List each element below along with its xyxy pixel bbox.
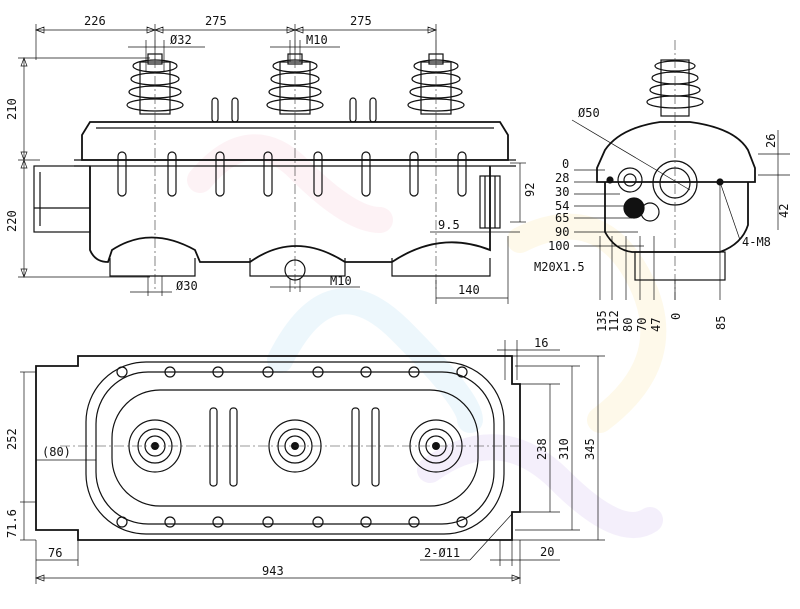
bottom-offset-47: 47 — [649, 318, 663, 332]
dim-92: 92 — [523, 183, 537, 197]
dim-275-right: 275 — [350, 14, 372, 28]
insulator-left — [126, 53, 184, 115]
front-view: 226 275 275 Ø32 M10 210 220 — [5, 14, 537, 304]
dim-210: 210 — [5, 98, 19, 120]
dim-252: 252 — [5, 428, 19, 450]
dim-16: 16 — [534, 336, 548, 350]
watermark-stroke-2 — [267, 288, 483, 433]
watermark — [187, 134, 667, 538]
bottom-offset-112: 112 — [607, 310, 621, 332]
holes-label: 2-Ø11 — [424, 546, 460, 560]
dim-943: 943 — [262, 564, 284, 578]
offset-30: 30 — [555, 185, 569, 199]
bottom-offset-85: 85 — [714, 316, 728, 330]
side-view: 4-M8 Ø50 26 42 0 28 30 54 65 90 100 M20X… — [534, 40, 791, 332]
top-thread-label: M10 — [306, 33, 328, 47]
front-tank-body — [89, 166, 491, 263]
plan-view: 16 252 71.6 (80) 238 310 345 76 2-Ø11 — [5, 336, 605, 584]
dim-220: 220 — [5, 210, 19, 232]
insulator-diameter-label: Ø32 — [170, 33, 192, 47]
watermark-stroke-1 — [187, 134, 393, 233]
dim-20: 20 — [540, 545, 554, 559]
side-diameter-label: Ø50 — [578, 106, 600, 120]
offset-65: 65 — [555, 211, 569, 225]
left-box — [33, 165, 91, 233]
dim-275-left: 275 — [205, 14, 227, 28]
dim-26: 26 — [764, 134, 778, 148]
offset-0: 0 — [562, 157, 569, 171]
dim-71-6: 71.6 — [5, 509, 19, 538]
dim-345: 345 — [583, 438, 597, 460]
bottom-offset-80: 80 — [621, 318, 635, 332]
offset-90: 90 — [555, 225, 569, 239]
dim-238: 238 — [535, 438, 549, 460]
bottom-thread-label: M10 — [330, 274, 352, 288]
dim-310: 310 — [557, 438, 571, 460]
dim-9-5: 9.5 — [438, 218, 460, 232]
dim-76: 76 — [48, 546, 62, 560]
bolts-label: 4-M8 — [742, 235, 771, 249]
bottom-offset-0: 0 — [669, 313, 683, 320]
bottom-offset-70: 70 — [635, 318, 649, 332]
dim-140: 140 — [458, 283, 480, 297]
bottom-diameter-label: Ø30 — [176, 279, 198, 293]
dim-226: 226 — [84, 14, 106, 28]
offset-54: 54 — [555, 199, 569, 213]
dim-80: (80) — [42, 445, 71, 459]
dim-42: 42 — [777, 204, 791, 218]
bottom-offset-135: 135 — [595, 310, 609, 332]
offset-100: 100 — [548, 239, 570, 253]
offset-28: 28 — [555, 171, 569, 185]
thread-label: M20X1.5 — [534, 260, 585, 274]
watermark-stroke-4 — [417, 434, 663, 538]
